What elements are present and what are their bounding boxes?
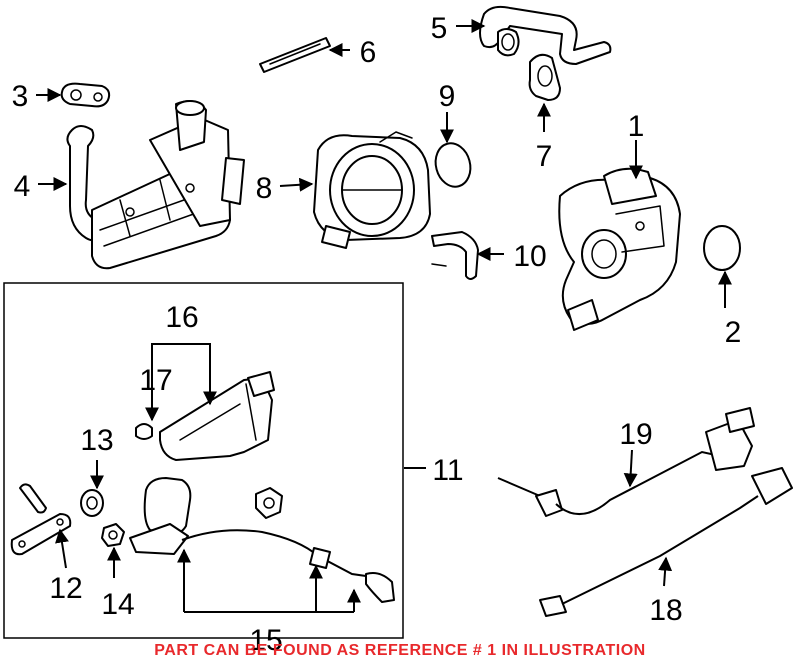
part-3-gasket[interactable] [60,82,111,108]
part-9-o-ring[interactable] [431,139,475,190]
part-2-o-ring[interactable] [703,225,741,271]
part-17-bolt[interactable] [135,423,153,440]
callout-12: 12 [49,572,82,605]
callout-8: 8 [256,172,273,205]
callout-11: 11 [432,454,463,487]
part-7-gasket[interactable] [528,53,561,101]
callout-10: 10 [513,240,546,273]
leader-arrows [36,19,732,613]
callout-2: 2 [725,316,742,349]
part-15-sensor-harness[interactable] [129,477,395,603]
part-14-nut[interactable] [101,523,125,547]
part-16-bracket[interactable] [159,371,275,461]
part-4-egr-cooler[interactable] [66,100,245,270]
callout-6: 6 [360,36,377,69]
callout-1: 1 [628,110,645,143]
callout-13: 13 [80,424,113,457]
part-18-sensor[interactable] [539,467,793,617]
bolt-small[interactable] [19,483,47,514]
callout-7: 7 [536,140,553,173]
callout-16: 16 [165,301,198,334]
callout-5: 5 [431,12,448,45]
callout-3: 3 [12,80,29,113]
part-11-group-box [3,282,404,639]
part-8-throttle-body[interactable] [313,131,431,249]
part-13-bushing[interactable] [80,489,104,517]
callout-labels: 1 2 3 4 5 6 7 8 9 10 11 12 13 14 15 16 1… [12,12,742,657]
part-5-egr-pipe[interactable] [479,5,612,65]
part-12-bracket[interactable] [10,513,72,556]
part-1-egr-valve[interactable] [558,167,681,331]
callout-15: 15 [249,624,282,657]
callout-17: 17 [139,364,172,397]
callout-18: 18 [649,594,682,627]
part-6-gasket-strip[interactable] [259,37,331,73]
callout-14: 14 [101,588,134,621]
reference-note: PART CAN BE FOUND AS REFERENCE # 1 IN IL… [154,642,646,659]
hex-nut[interactable] [255,487,283,519]
callout-9: 9 [439,80,456,113]
part-10-retaining-clip[interactable] [431,231,479,280]
part-19-sensor[interactable] [497,407,755,517]
callout-4: 4 [14,170,31,203]
callout-19: 19 [619,418,652,451]
